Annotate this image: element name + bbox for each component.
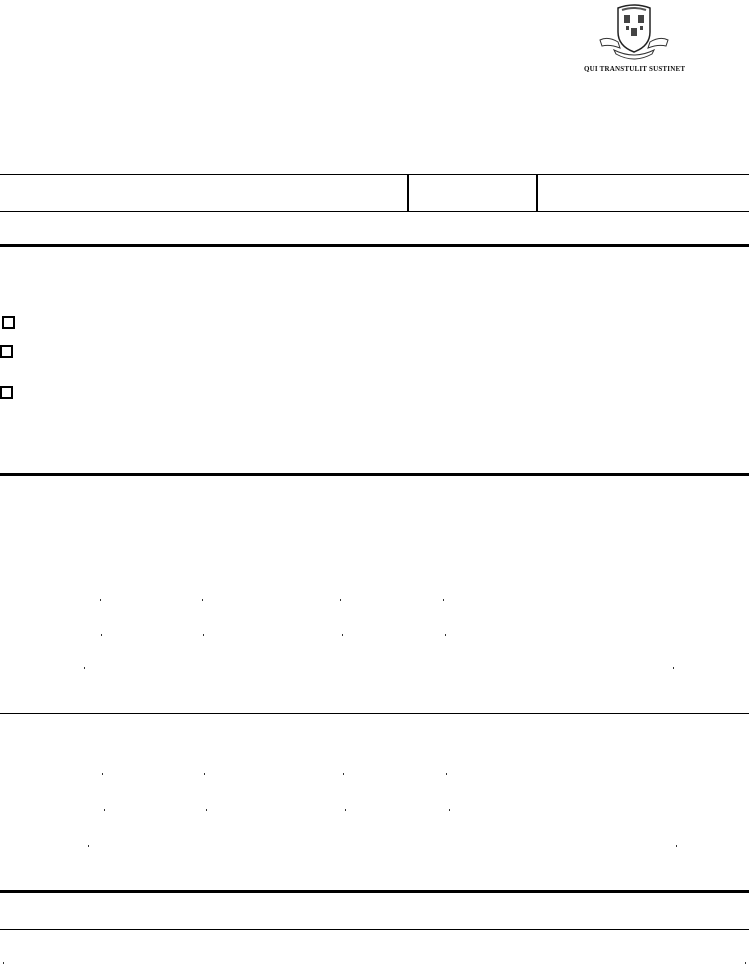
field-mark	[88, 845, 89, 847]
option-checkbox-1[interactable]	[2, 316, 15, 329]
field-mark	[84, 667, 85, 669]
field-mark	[443, 599, 444, 601]
field-mark	[203, 634, 204, 636]
field-mark	[202, 599, 203, 601]
section-divider-thick-1	[0, 244, 749, 247]
seal-motto: QUI TRANSTULIT SUSTINET	[584, 65, 686, 73]
field-mark	[345, 809, 346, 811]
field-mark	[104, 809, 105, 811]
option-checkbox-2[interactable]	[0, 345, 13, 358]
field-mark	[206, 809, 207, 811]
header-box-divider-2	[536, 174, 538, 212]
section-divider-thick-2	[0, 473, 749, 476]
header-box-bottom-rule	[0, 211, 749, 212]
field-mark	[745, 962, 746, 964]
option-checkbox-3[interactable]	[0, 386, 13, 399]
field-mark	[445, 634, 446, 636]
field-mark	[204, 773, 205, 775]
section-divider-thin-1	[0, 713, 749, 714]
field-mark	[449, 809, 450, 811]
field-mark	[343, 773, 344, 775]
field-mark	[340, 599, 341, 601]
field-mark	[342, 634, 343, 636]
field-mark	[101, 634, 102, 636]
field-mark	[446, 773, 447, 775]
header-box-top-rule	[0, 174, 749, 175]
section-divider-thin-2	[0, 929, 749, 930]
header-box-divider-1	[407, 174, 409, 212]
field-mark	[100, 599, 101, 601]
state-seal-logo: QUI TRANSTULIT SUSTINET	[584, 2, 686, 76]
section-divider-thick-3	[0, 890, 749, 893]
field-mark	[673, 667, 674, 669]
field-mark	[3, 962, 4, 964]
field-mark	[102, 773, 103, 775]
seal-icon	[599, 4, 669, 60]
field-mark	[676, 845, 677, 847]
